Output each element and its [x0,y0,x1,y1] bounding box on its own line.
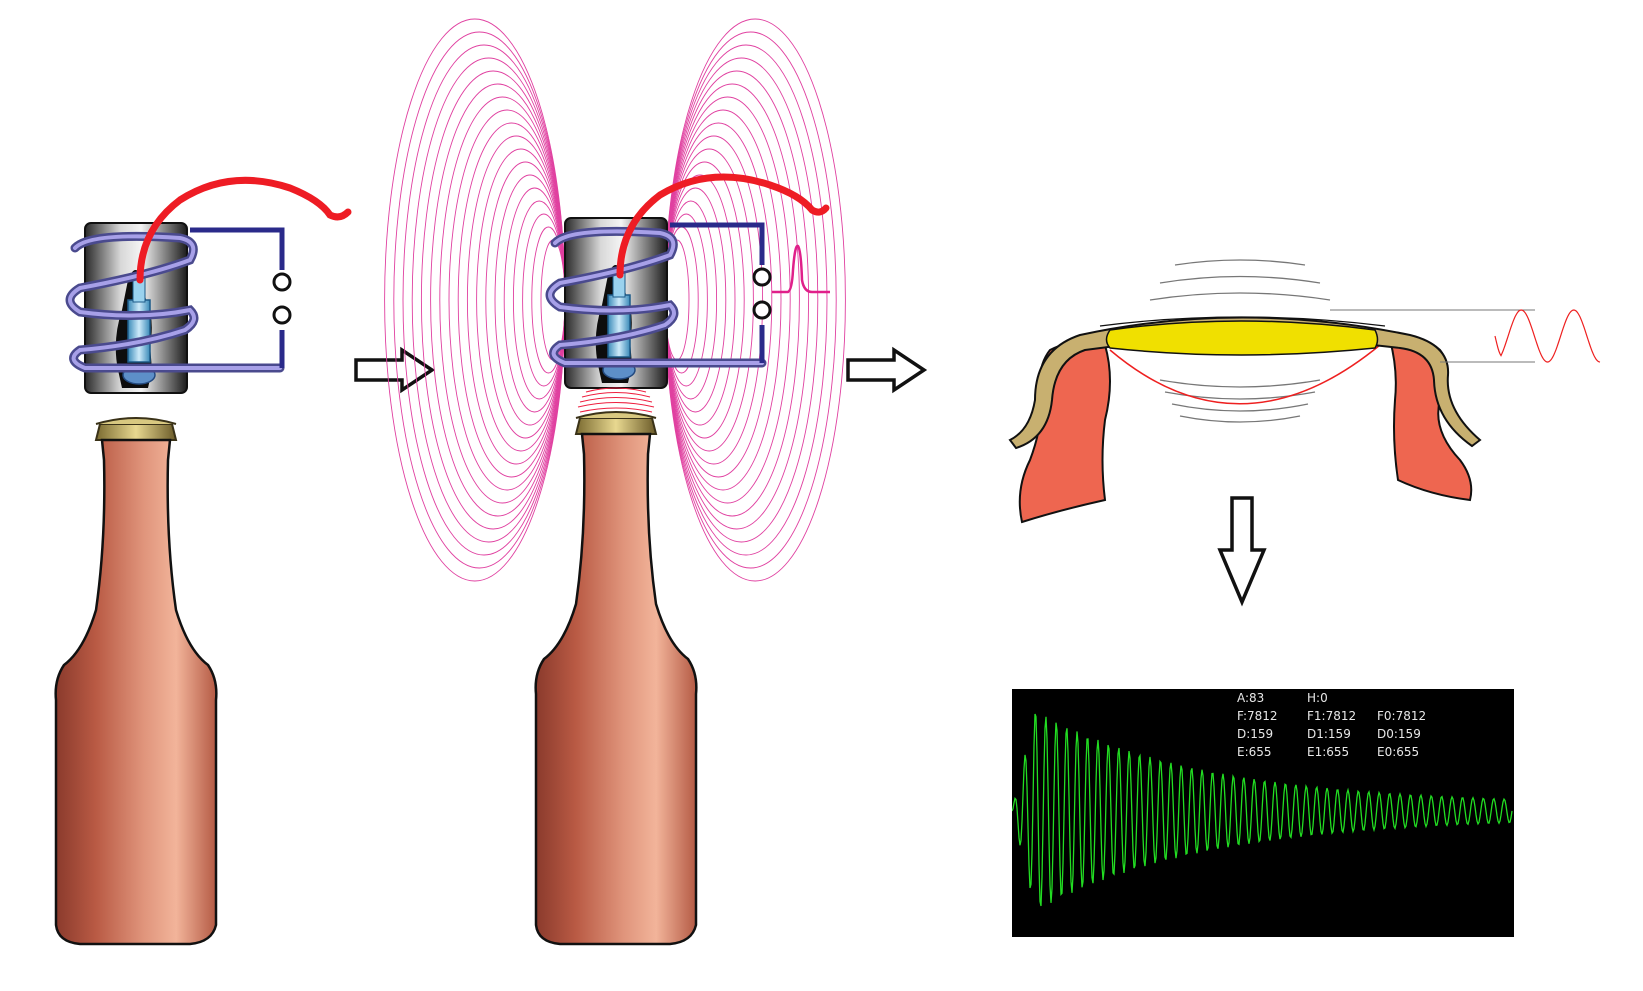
readout-h: H:0 [1307,691,1328,705]
bottle-cap [94,423,178,441]
circuit-wire [190,227,285,270]
field-line [664,161,745,439]
readout-d1: D1:159 [1307,727,1351,741]
signal-wire-red [136,176,352,284]
sensor-assembly-2 [545,173,830,389]
readout-frequency: F:7812 [1237,709,1278,723]
readout-damping: D:159 [1237,727,1274,741]
sine-wave [1494,309,1601,363]
readout-amplitude: A:83 [1237,691,1265,705]
down-arrow-icon [1217,496,1267,607]
field-line [664,200,718,400]
decay-trace [1012,713,1513,907]
terminal-top [272,272,292,292]
terminal-bottom [272,305,292,325]
field-line [664,57,819,543]
readout-f1: F1:7812 [1307,709,1357,723]
readout-e1: E1:655 [1307,745,1350,759]
pulse-signal [772,244,830,294]
bottle-1 [54,417,218,946]
diaphragm-rest-line [1109,344,1381,405]
field-line [664,174,736,426]
field-line [420,70,566,530]
readout-column-3: F0:7812 D0:159 E0:655 [1377,707,1426,761]
oscilloscope-screen: A:83 F:7812 D:159 E:655 H:0 F1:7812 D1:1… [1012,689,1514,937]
decay-waveform [1012,713,1513,907]
readout-e0: E0:655 [1377,745,1420,759]
magnet-rod [127,299,151,363]
field-line [411,57,566,543]
readout-column-2: H:0 F1:7812 D1:159 E1:655 [1307,689,1356,761]
bottle-body [54,438,218,946]
right-arrow-icon [846,346,928,394]
readout-f0: F0:7812 [1377,709,1427,723]
bottle-2 [534,411,698,946]
sensor-assembly-1 [65,176,352,394]
diaphragm [1008,316,1482,450]
readout-column-1: A:83 F:7812 D:159 E:655 [1237,689,1278,761]
field-line [664,70,810,530]
readout-energy: E:655 [1237,745,1272,759]
cap-field-lines [577,387,655,413]
field-line [664,148,754,452]
right-arrow-icon [354,346,436,394]
field-line [664,109,782,491]
vibration-lines [1149,259,1331,423]
amplitude-guides [1330,309,1535,363]
readout-d0: D0:159 [1377,727,1421,741]
